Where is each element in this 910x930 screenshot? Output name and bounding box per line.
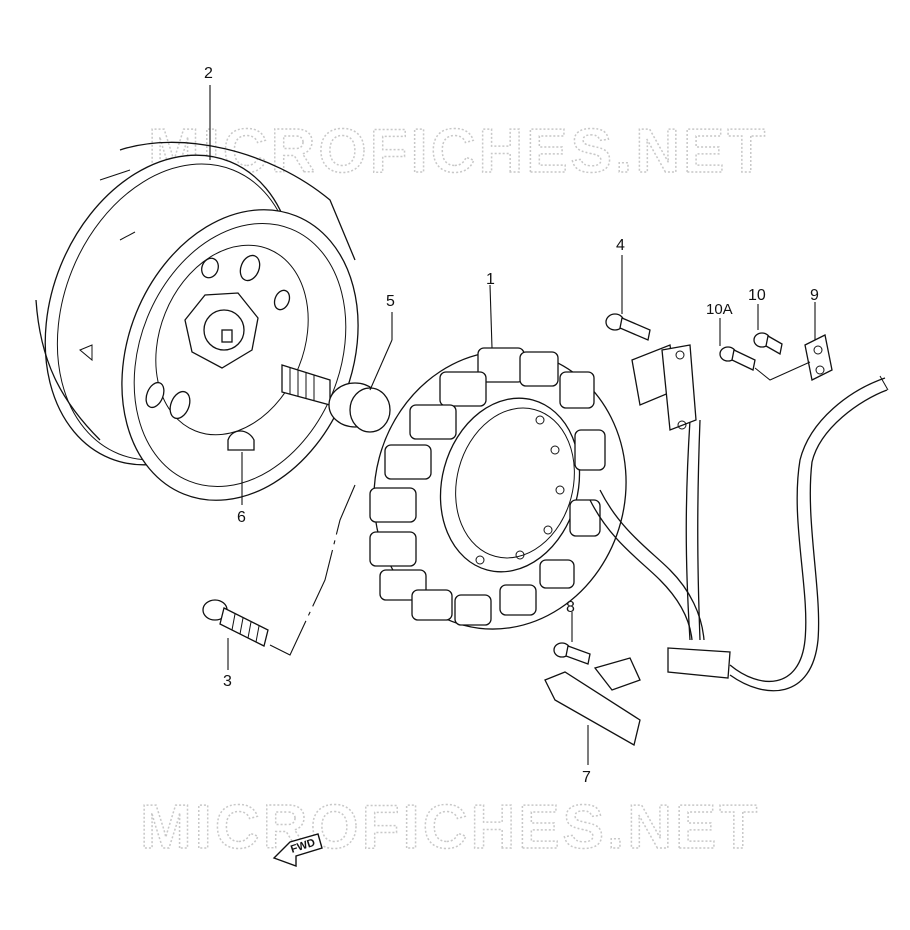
callout-5: 5 [386,293,395,310]
bolt-4 [605,313,651,341]
callout-7: 7 [582,769,591,786]
callout-10: 10 [748,287,766,304]
wire-guide-7 [544,657,641,746]
callout-6: 6 [237,509,246,526]
fwd-arrow-icon: FWD [272,833,323,867]
callout-3: 3 [223,673,232,690]
rotor-bolt [281,364,391,433]
stator-bolt-3 [202,599,269,647]
bolt-10a [719,346,756,371]
watermark-bottom: MICROFICHES.NET [140,793,760,862]
bolt-8 [553,642,591,665]
clamp-9 [754,334,833,381]
callout-2: 2 [204,65,213,82]
callout-1: 1 [486,271,495,288]
callout-8: 8 [566,599,575,616]
flywheel-rotor [35,141,359,501]
woodruff-key [227,430,255,451]
wiring-harness [589,375,889,692]
pickup-coil [631,344,697,431]
stator-assembly [369,347,627,630]
callout-9: 9 [810,287,819,304]
leader-lines [209,85,816,765]
callout-4: 4 [616,237,625,254]
callout-10a: 10A [706,301,733,318]
bolt-10 [753,332,783,356]
